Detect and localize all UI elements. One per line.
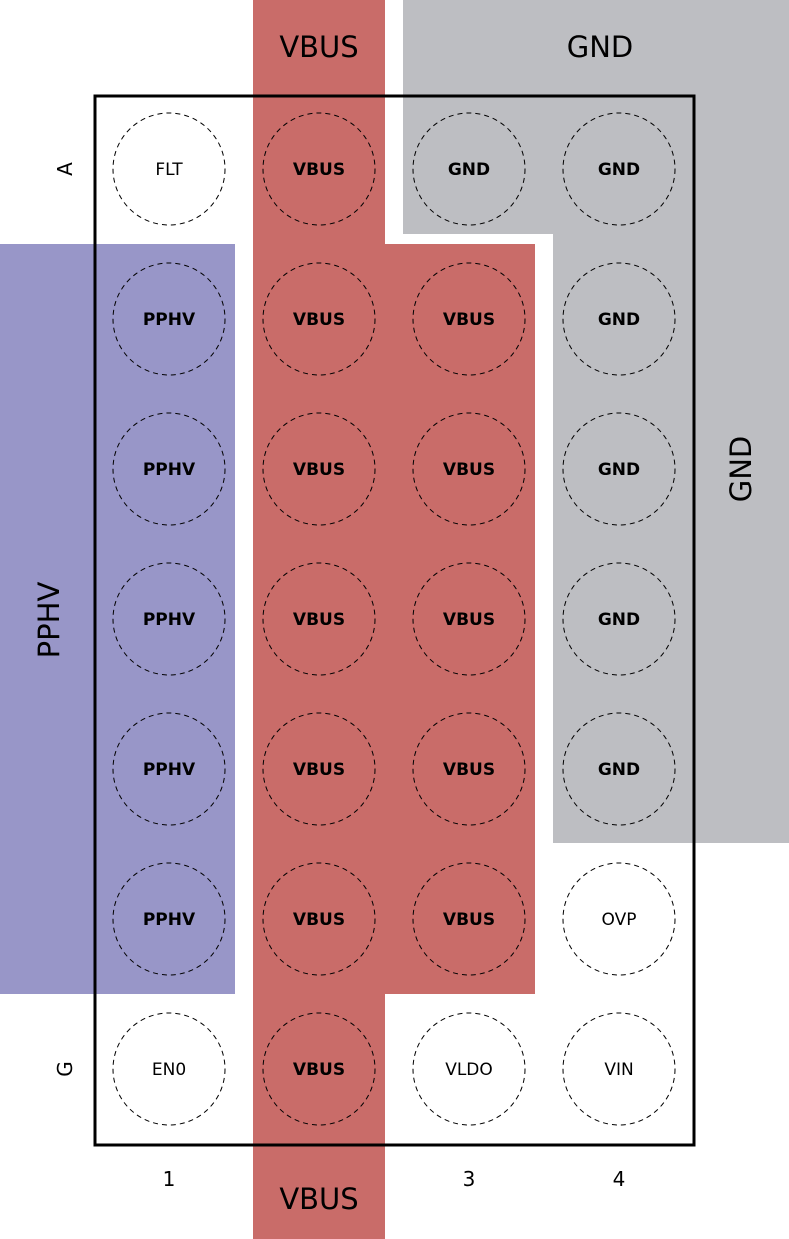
pin-label: VIN <box>604 1060 633 1080</box>
column-label-3: 3 <box>463 1167 476 1191</box>
pin-gnd: GND <box>562 112 676 226</box>
pin-label: PPHV <box>143 460 196 480</box>
pin-pad <box>112 412 226 526</box>
pin-label: GND <box>598 460 640 480</box>
pphv-side-label: PPHV <box>32 582 66 659</box>
pin-vbus: VBUS <box>262 112 376 226</box>
pin-pphv: PPHV <box>112 712 226 826</box>
pin-flt: FLT <box>112 112 226 226</box>
pin-pad <box>262 712 376 826</box>
pin-label: PPHV <box>143 910 196 930</box>
pin-label: VBUS <box>443 610 495 630</box>
pin-label: VBUS <box>293 160 345 180</box>
pin-label: VBUS <box>443 460 495 480</box>
gnd-side-label: GND <box>724 436 758 503</box>
pin-label: GND <box>598 310 640 330</box>
pin-pad <box>562 1012 676 1126</box>
pin-label: VBUS <box>293 1060 345 1080</box>
pin-vbus: VBUS <box>262 1012 376 1126</box>
pin-label: FLT <box>155 160 183 180</box>
pin-pphv: PPHV <box>112 562 226 676</box>
package-outline <box>93 94 696 1147</box>
pin-vbus: VBUS <box>412 562 526 676</box>
pin-label: VBUS <box>293 460 345 480</box>
pin-pad <box>562 862 676 976</box>
pin-pphv: PPHV <box>112 262 226 376</box>
pin-gnd: GND <box>412 112 526 226</box>
pin-label: PPHV <box>143 310 196 330</box>
pin-gnd: GND <box>562 562 676 676</box>
pin-pad <box>262 262 376 376</box>
pin-ovp: OVP <box>562 862 676 976</box>
pin-vin: VIN <box>562 1012 676 1126</box>
pin-vbus: VBUS <box>412 712 526 826</box>
vbus-top-label: VBUS <box>279 30 358 64</box>
pin-pad <box>412 1012 526 1126</box>
pin-pad <box>412 412 526 526</box>
pin-grid: FLT VBUS GND GND PPHV VBUS VBUS GND PPHV VBUS VBUS… <box>112 112 676 1126</box>
pin-pad <box>562 412 676 526</box>
pin-label: GND <box>448 160 490 180</box>
pin-pad <box>262 1012 376 1126</box>
pin-label: VLDO <box>445 1060 493 1080</box>
pin-label: PPHV <box>143 610 196 630</box>
pin-pad <box>412 562 526 676</box>
pin-pad <box>562 262 676 376</box>
pin-gnd: GND <box>562 262 676 376</box>
pin-vbus: VBUS <box>262 412 376 526</box>
pin-pad <box>112 862 226 976</box>
pin-pad <box>562 112 676 226</box>
pin-label: VBUS <box>293 910 345 930</box>
pin-gnd: GND <box>562 712 676 826</box>
pin-pad <box>262 562 376 676</box>
pin-label: VBUS <box>293 610 345 630</box>
pin-pad <box>112 1012 226 1126</box>
pin-label: GND <box>598 760 640 780</box>
pin-label: GND <box>598 160 640 180</box>
pin-pad <box>112 112 226 226</box>
row-label-g: G <box>53 1061 77 1077</box>
pin-pad <box>112 262 226 376</box>
pin-label: VBUS <box>443 760 495 780</box>
pin-pphv: PPHV <box>112 862 226 976</box>
pin-label: VBUS <box>443 310 495 330</box>
pin-vldo: VLDO <box>412 1012 526 1126</box>
column-label-1: 1 <box>163 1167 176 1191</box>
pin-vbus: VBUS <box>262 712 376 826</box>
pin-pad <box>562 712 676 826</box>
pin-label: PPHV <box>143 760 196 780</box>
vbus-bottom-label: VBUS <box>279 1182 358 1216</box>
pin-vbus: VBUS <box>262 262 376 376</box>
pin-vbus: VBUS <box>262 562 376 676</box>
row-label-a: A <box>53 162 77 176</box>
pin-label: VBUS <box>293 760 345 780</box>
pin-pad <box>562 562 676 676</box>
vbus-region <box>253 0 535 1239</box>
gnd-top-label: GND <box>567 30 634 64</box>
pin-label: GND <box>598 610 640 630</box>
pin-pad <box>112 712 226 826</box>
pin-pad <box>412 862 526 976</box>
pin-label: VBUS <box>443 910 495 930</box>
pin-pad <box>262 412 376 526</box>
column-label-4: 4 <box>613 1167 626 1191</box>
pin-vbus: VBUS <box>262 862 376 976</box>
pin-vbus: VBUS <box>412 412 526 526</box>
pin-pad <box>412 112 526 226</box>
pin-label: OVP <box>602 910 637 930</box>
pin-label: VBUS <box>293 310 345 330</box>
pin-label: EN0 <box>152 1060 186 1080</box>
pin-pad <box>112 562 226 676</box>
pin-pad <box>412 262 526 376</box>
pphv-region <box>0 244 235 994</box>
pin-en0: EN0 <box>112 1012 226 1126</box>
pin-pad <box>262 862 376 976</box>
pin-pphv: PPHV <box>112 412 226 526</box>
pin-pad <box>412 712 526 826</box>
pin-vbus: VBUS <box>412 862 526 976</box>
pin-gnd: GND <box>562 412 676 526</box>
pin-pad <box>262 112 376 226</box>
pin-vbus: VBUS <box>412 262 526 376</box>
